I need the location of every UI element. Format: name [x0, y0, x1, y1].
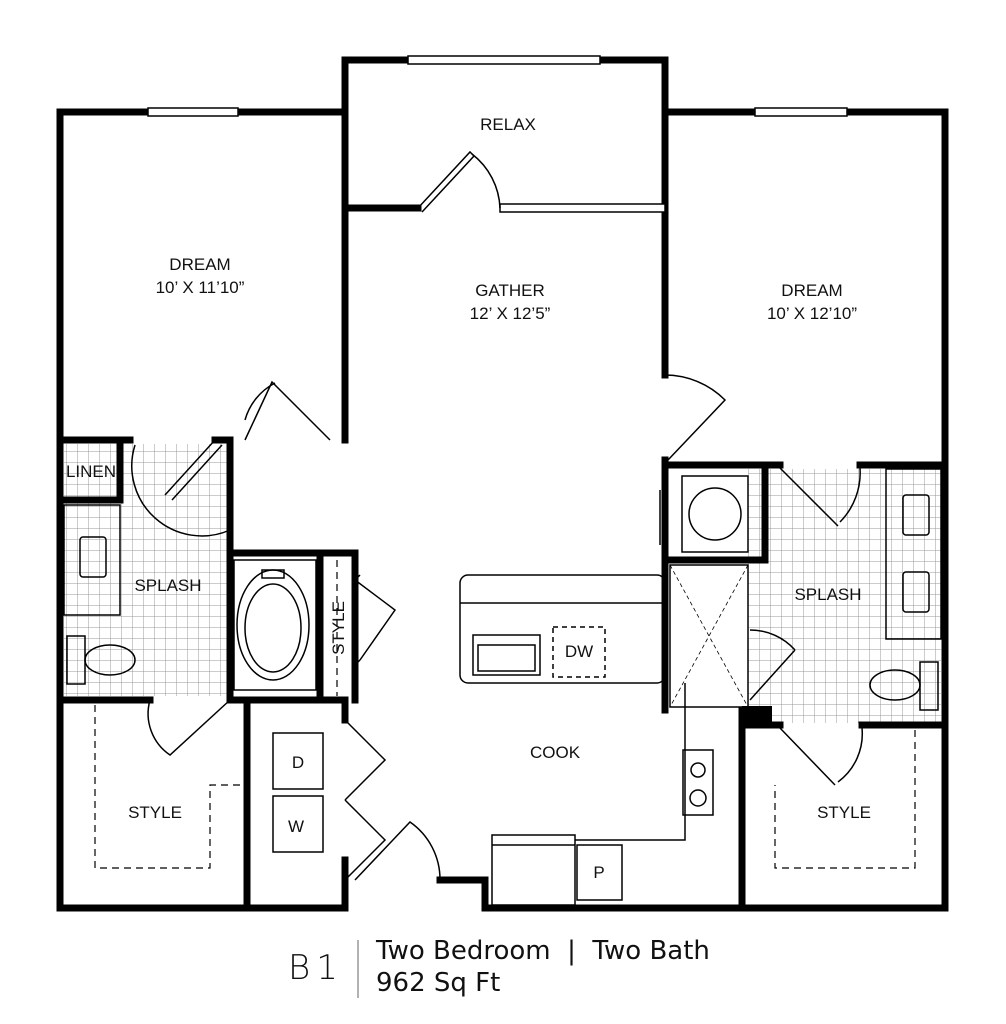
washer-label: W — [288, 817, 304, 836]
room-label-gather: GATHER — [475, 281, 545, 300]
plan-area: 962 Sq Ft — [376, 968, 501, 998]
room-label-dream-left: DREAM — [169, 255, 230, 274]
room-size-gather: 12’ X 12’5” — [470, 304, 551, 323]
plan-type: Two Bedroom | Two Bath — [376, 936, 710, 966]
tile-floor-right-bath — [748, 469, 941, 723]
room-label-cook: COOK — [530, 743, 581, 762]
room-size-dream-left: 10’ X 11’10” — [156, 278, 245, 297]
doors — [131, 150, 864, 881]
room-label-style-small: STYLE — [329, 601, 348, 655]
windows — [147, 55, 848, 213]
room-label-relax: RELAX — [480, 115, 536, 134]
dishwasher-label: DW — [565, 642, 593, 661]
room-label-splash-left: SPLASH — [134, 576, 201, 595]
room-label-style-left: STYLE — [128, 803, 182, 822]
plan-code: B1 — [288, 948, 344, 988]
dryer-label: D — [292, 753, 304, 772]
room-size-dream-right: 10’ X 12’10” — [767, 304, 857, 323]
room-label-linen: LINEN — [66, 462, 116, 481]
room-label-splash-right: SPLASH — [794, 585, 861, 604]
closet-rods — [94, 560, 916, 869]
room-label-dream-right: DREAM — [781, 281, 842, 300]
room-label-style-right: STYLE — [817, 803, 871, 822]
interior-walls — [56, 204, 949, 912]
tile-floor-left-bath — [64, 444, 228, 696]
fixtures — [63, 468, 942, 906]
pantry-label: P — [593, 863, 604, 882]
